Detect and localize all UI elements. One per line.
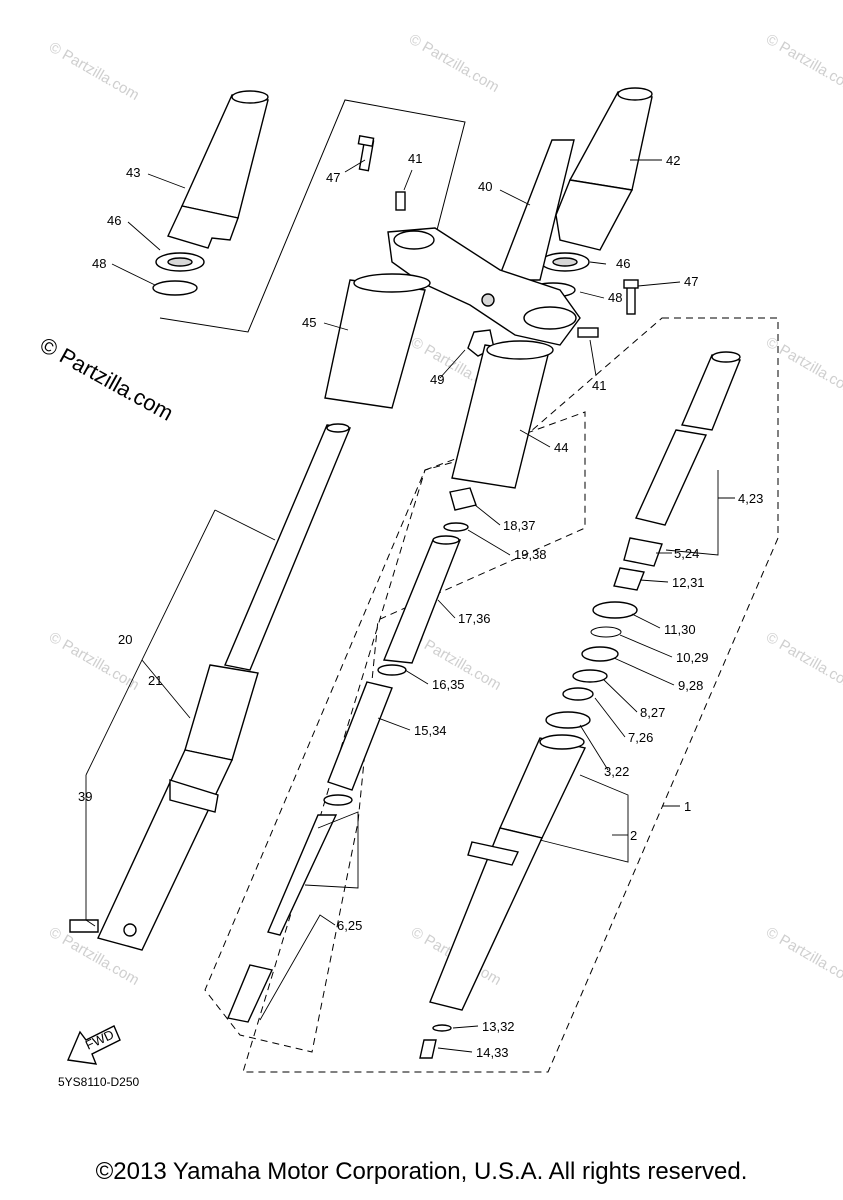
callout-14-33: 14,33 [476, 1045, 509, 1060]
callout-19-38: 19,38 [514, 547, 547, 562]
callout-11-30: 11,30 [664, 622, 696, 637]
upper-bracket-outline [159, 99, 466, 393]
callout-48-left: 48 [92, 256, 106, 271]
callout-10-29: 10,29 [676, 650, 709, 665]
callout-12-31: 12,31 [672, 575, 705, 590]
callout-4-23: 4,23 [738, 491, 763, 506]
clip-10 [590, 626, 622, 638]
watermark-text: © Partzilla.com [763, 924, 843, 989]
bushing-12 [613, 567, 645, 591]
bolt-39 [69, 919, 99, 933]
cover-42 [555, 87, 653, 251]
bushing-7 [562, 687, 594, 701]
bolt-41-top [395, 191, 406, 211]
callout-17-36: 17,36 [458, 611, 491, 626]
inner-kit-outline [204, 411, 586, 1053]
washer-8 [572, 669, 608, 683]
watermark-text: © Partzilla.com [763, 334, 843, 399]
callout-44: 44 [554, 440, 568, 455]
callout-3-22: 3,22 [604, 764, 629, 779]
bolt-41-right [577, 327, 599, 338]
outer-assembly-outline [242, 317, 779, 1073]
outer-tube-2 [429, 734, 587, 1011]
callout-42: 42 [666, 153, 680, 168]
callout-9-28: 9,28 [678, 678, 703, 693]
callout-41-top: 41 [408, 151, 422, 166]
callout-45: 45 [302, 315, 316, 330]
tube-44 [451, 340, 554, 489]
washer-13 [432, 1024, 452, 1032]
callout-41-right: 41 [592, 378, 606, 393]
callout-6-25: 6,25 [337, 918, 362, 933]
copyright-notice: ©2013 Yamaha Motor Corporation, U.S.A. A… [95, 1158, 748, 1185]
fork-leg-left [97, 423, 351, 951]
fwd-arrow-icon: FWD [66, 1025, 121, 1065]
washer-16 [377, 664, 407, 676]
watermark-text: © Partzilla.com [763, 629, 843, 694]
callout-39: 39 [78, 789, 92, 804]
callout-46-left: 46 [107, 213, 121, 228]
callout-1: 1 [684, 799, 691, 814]
callout-15-34: 15,34 [414, 723, 447, 738]
bolt-14 [419, 1039, 437, 1059]
watermark-text: © Partzilla.com [46, 39, 142, 104]
callout-48-right: 48 [608, 290, 622, 305]
callout-labels: 43 42 41 47 40 46 46 48 48 47 45 49 41 4… [78, 151, 763, 1060]
bolt-47-left [357, 135, 375, 172]
diagram-code: 5YS8110-D250 [58, 1075, 140, 1089]
callout-20: 20 [118, 632, 132, 647]
leader-lines [85, 159, 735, 1053]
callout-7-26: 7,26 [628, 730, 653, 745]
watermark-text: © Partzilla.com [406, 31, 502, 96]
dust-seal-9 [581, 646, 619, 662]
seal-3 [545, 711, 591, 729]
callout-2: 2 [630, 828, 637, 843]
callout-49: 49 [430, 372, 444, 387]
callout-16-35: 16,35 [432, 677, 465, 692]
callout-5-24: 5,24 [674, 546, 699, 561]
callout-8-27: 8,27 [640, 705, 665, 720]
stem-40 [387, 139, 581, 346]
washer-48-left [152, 280, 198, 296]
callout-40: 40 [478, 179, 492, 194]
damper-rod-6 [227, 814, 338, 1023]
callout-21: 21 [148, 673, 162, 688]
bushing-5 [623, 537, 663, 567]
callout-46-right: 46 [616, 256, 630, 271]
inner-tube-4 [635, 351, 741, 526]
nut-46-left [155, 252, 205, 272]
watermark-text: © Partzilla.com [763, 31, 843, 96]
spacer-17 [383, 535, 462, 664]
callout-47-top: 47 [326, 170, 340, 185]
callout-47-right: 47 [684, 274, 698, 289]
callout-43: 43 [126, 165, 140, 180]
oring-19 [443, 522, 469, 532]
callout-18-37: 18,37 [503, 518, 536, 533]
spring-15 [327, 681, 393, 791]
ring-clip [323, 794, 353, 806]
cap-bolt-18 [449, 487, 477, 511]
bolt-47-right [623, 279, 639, 315]
tube-45 [324, 273, 431, 409]
seal-11 [592, 601, 638, 619]
nut-46-right [540, 252, 590, 272]
callout-13-32: 13,32 [482, 1019, 515, 1034]
cover-43 [167, 90, 269, 249]
